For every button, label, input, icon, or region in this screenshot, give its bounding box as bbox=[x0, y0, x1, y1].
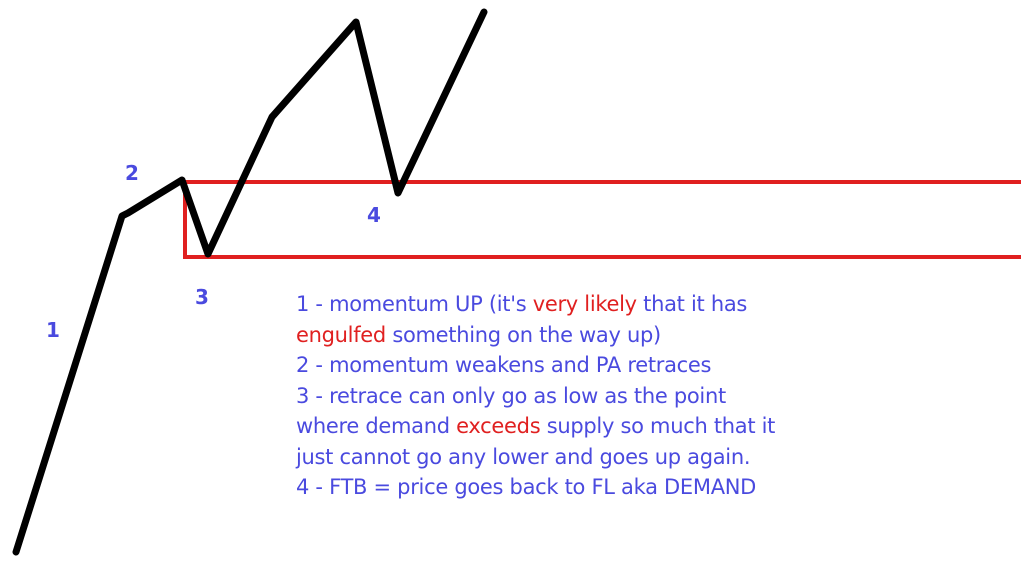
point-label-4: 4 bbox=[367, 203, 381, 227]
explanation-line-3: 2 - momentum weakens and PA retraces bbox=[296, 353, 712, 377]
explanation-text-1b: that it has bbox=[636, 292, 748, 316]
explanation-line-5: where demand exceeds supply so much that… bbox=[296, 411, 996, 442]
explanation-line-6: just cannot go any lower and goes up aga… bbox=[296, 444, 751, 469]
explanation-line-4: 3 - retrace can only go as low as the po… bbox=[296, 383, 726, 408]
explanation-text-1a: 1 - momentum UP (it's bbox=[296, 292, 533, 316]
explanation-text: 1 - momentum UP (it's very likely that i… bbox=[296, 289, 996, 503]
point-label-1: 1 bbox=[46, 318, 60, 342]
point-label-3: 3 bbox=[195, 285, 209, 309]
explanation-line-1: 1 - momentum UP (it's very likely that i… bbox=[296, 289, 996, 320]
explanation-line-7: 4 - FTB = price goes back to FL aka DEMA… bbox=[296, 475, 757, 499]
highlight-very-likely: very likely bbox=[532, 292, 637, 316]
demand-zone-rectangle bbox=[183, 180, 1021, 259]
explanation-line-2: engulfed something on the way up) bbox=[296, 320, 996, 351]
price-path-line bbox=[12, 8, 488, 556]
explanation-text-2b: something on the way up) bbox=[385, 322, 661, 347]
explanation-text-5b: supply so much that it bbox=[540, 414, 776, 438]
explanation-text-5a: where demand bbox=[296, 414, 457, 438]
highlight-engulfed: engulfed bbox=[296, 322, 386, 347]
highlight-exceeds: exceeds bbox=[456, 414, 541, 438]
point-label-2: 2 bbox=[125, 161, 139, 185]
